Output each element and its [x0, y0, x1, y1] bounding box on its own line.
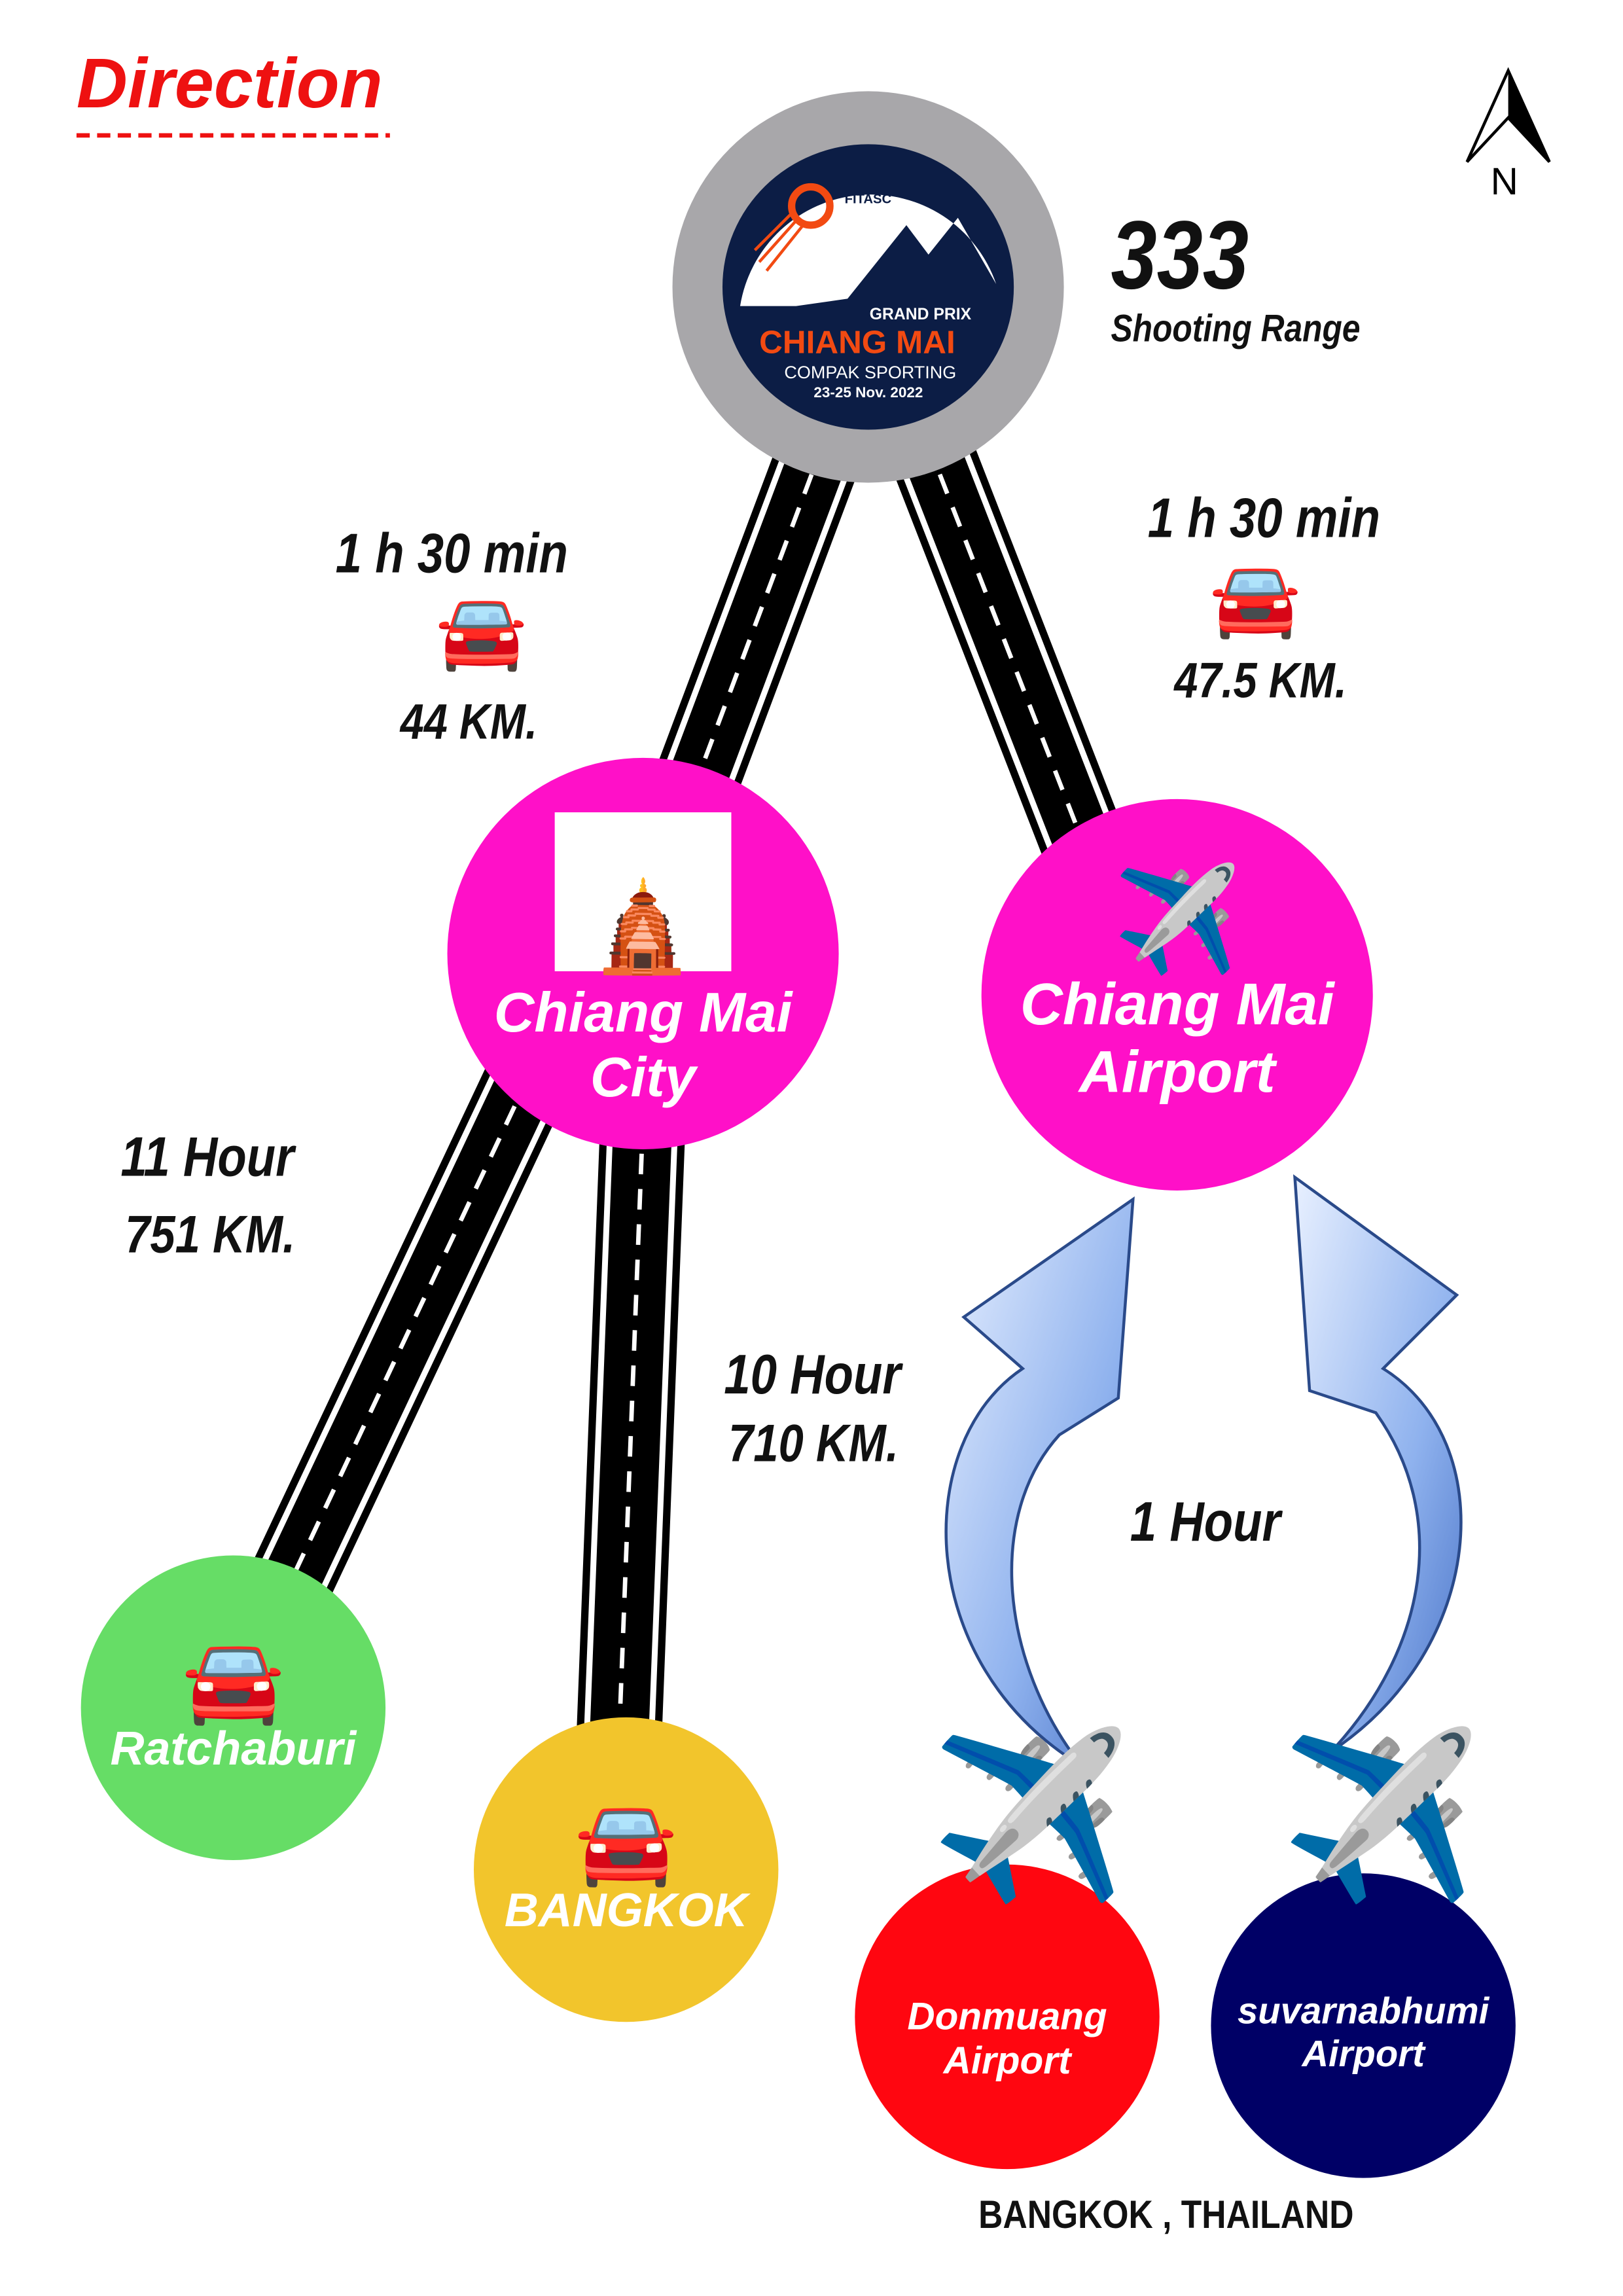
suvarnabhumi-airport-node: suvarnabhumi Airport [1211, 1873, 1516, 2178]
road-airport-to-range [887, 425, 1122, 855]
event-logo: FITASC GRAND PRIX CHIANG MAI COMPAK SPOR… [722, 144, 1014, 430]
bangkok-label: BANGKOK [504, 1884, 748, 1937]
city-route-time: 1 h 30 min [335, 524, 568, 586]
shooting-range-node: FITASC GRAND PRIX CHIANG MAI COMPAK SPOR… [672, 91, 1064, 483]
suvarnabhumi-label-line2: Airport [1302, 2033, 1425, 2075]
mountain-logo-icon [740, 183, 997, 306]
footer-location: BANGKOK , THAILAND [978, 2193, 1354, 2237]
ratchaburi-node: 🚘 Ratchaburi [80, 1555, 386, 1860]
logo-line2: CHIANG MAI [759, 323, 955, 361]
ratchaburi-route-distance: 751 KM. [125, 1204, 296, 1265]
venue-name: Shooting Range [1111, 306, 1361, 351]
city-label-line1: Chiang Mai [493, 983, 793, 1046]
donmuang-airport-node: Donmuang Airport [855, 1864, 1160, 2170]
city-label-line2: City [590, 1047, 696, 1110]
airplane-icon: ✈️ [1280, 1726, 1482, 1907]
car-icon: 🚘 [575, 1795, 678, 1888]
chiang-mai-airport-node: ✈️ Chiang Mai Airport [981, 798, 1373, 1191]
page-title: Direction [76, 45, 383, 124]
logo-line1: GRAND PRIX [869, 306, 972, 324]
compass-north-label: N [1490, 158, 1518, 204]
compass-arrow-icon [1465, 67, 1551, 163]
logo-line3: COMPAK SPORTING [784, 362, 957, 383]
ratchaburi-route-time: 11 Hour [120, 1127, 294, 1189]
flight-time: 1 Hour [1130, 1492, 1281, 1554]
donmuang-label-line1: Donmuang [907, 1993, 1107, 2038]
ratchaburi-label: Ratchaburi [110, 1721, 357, 1775]
logo-org: FITASC [844, 191, 892, 206]
logo-dates: 23-25 Nov. 2022 [813, 386, 923, 402]
airplane-icon: ✈️ [1113, 862, 1241, 977]
airplane-icon: ✈️ [929, 1726, 1132, 1907]
airport-route-distance: 47.5 KM. [1174, 653, 1347, 709]
flight-arrow-left [944, 1196, 1135, 1767]
airport-label-line2: Airport [1079, 1040, 1275, 1105]
donmuang-label-line2: Airport [943, 2037, 1071, 2082]
car-icon: 🚘 [181, 1633, 285, 1727]
airport-label-line1: Chiang Mai [1020, 973, 1334, 1038]
bangkok-node: 🚘 BANGKOK [473, 1717, 779, 2022]
car-icon: 🚘 [435, 590, 527, 673]
temple-icon: 🛕 [554, 812, 732, 972]
bangkok-route-time: 10 Hour [724, 1345, 901, 1407]
city-route-distance: 44 KM. [400, 694, 538, 751]
venue-number: 333 [1111, 200, 1249, 310]
road-bangkok-to-city [575, 1117, 686, 1768]
chiang-mai-city-node: 🛕 Chiang Mai City [447, 757, 839, 1150]
car-icon: 🚘 [1209, 558, 1302, 641]
bangkok-route-distance: 710 KM. [728, 1412, 899, 1473]
flight-arrow-right [1293, 1174, 1463, 1753]
suvarnabhumi-label-line1: suvarnabhumi [1238, 1990, 1489, 2032]
road-city-to-range [651, 426, 865, 810]
road-ratchaburi-to-city [248, 1056, 569, 1608]
airport-route-time: 1 h 30 min [1147, 488, 1380, 550]
